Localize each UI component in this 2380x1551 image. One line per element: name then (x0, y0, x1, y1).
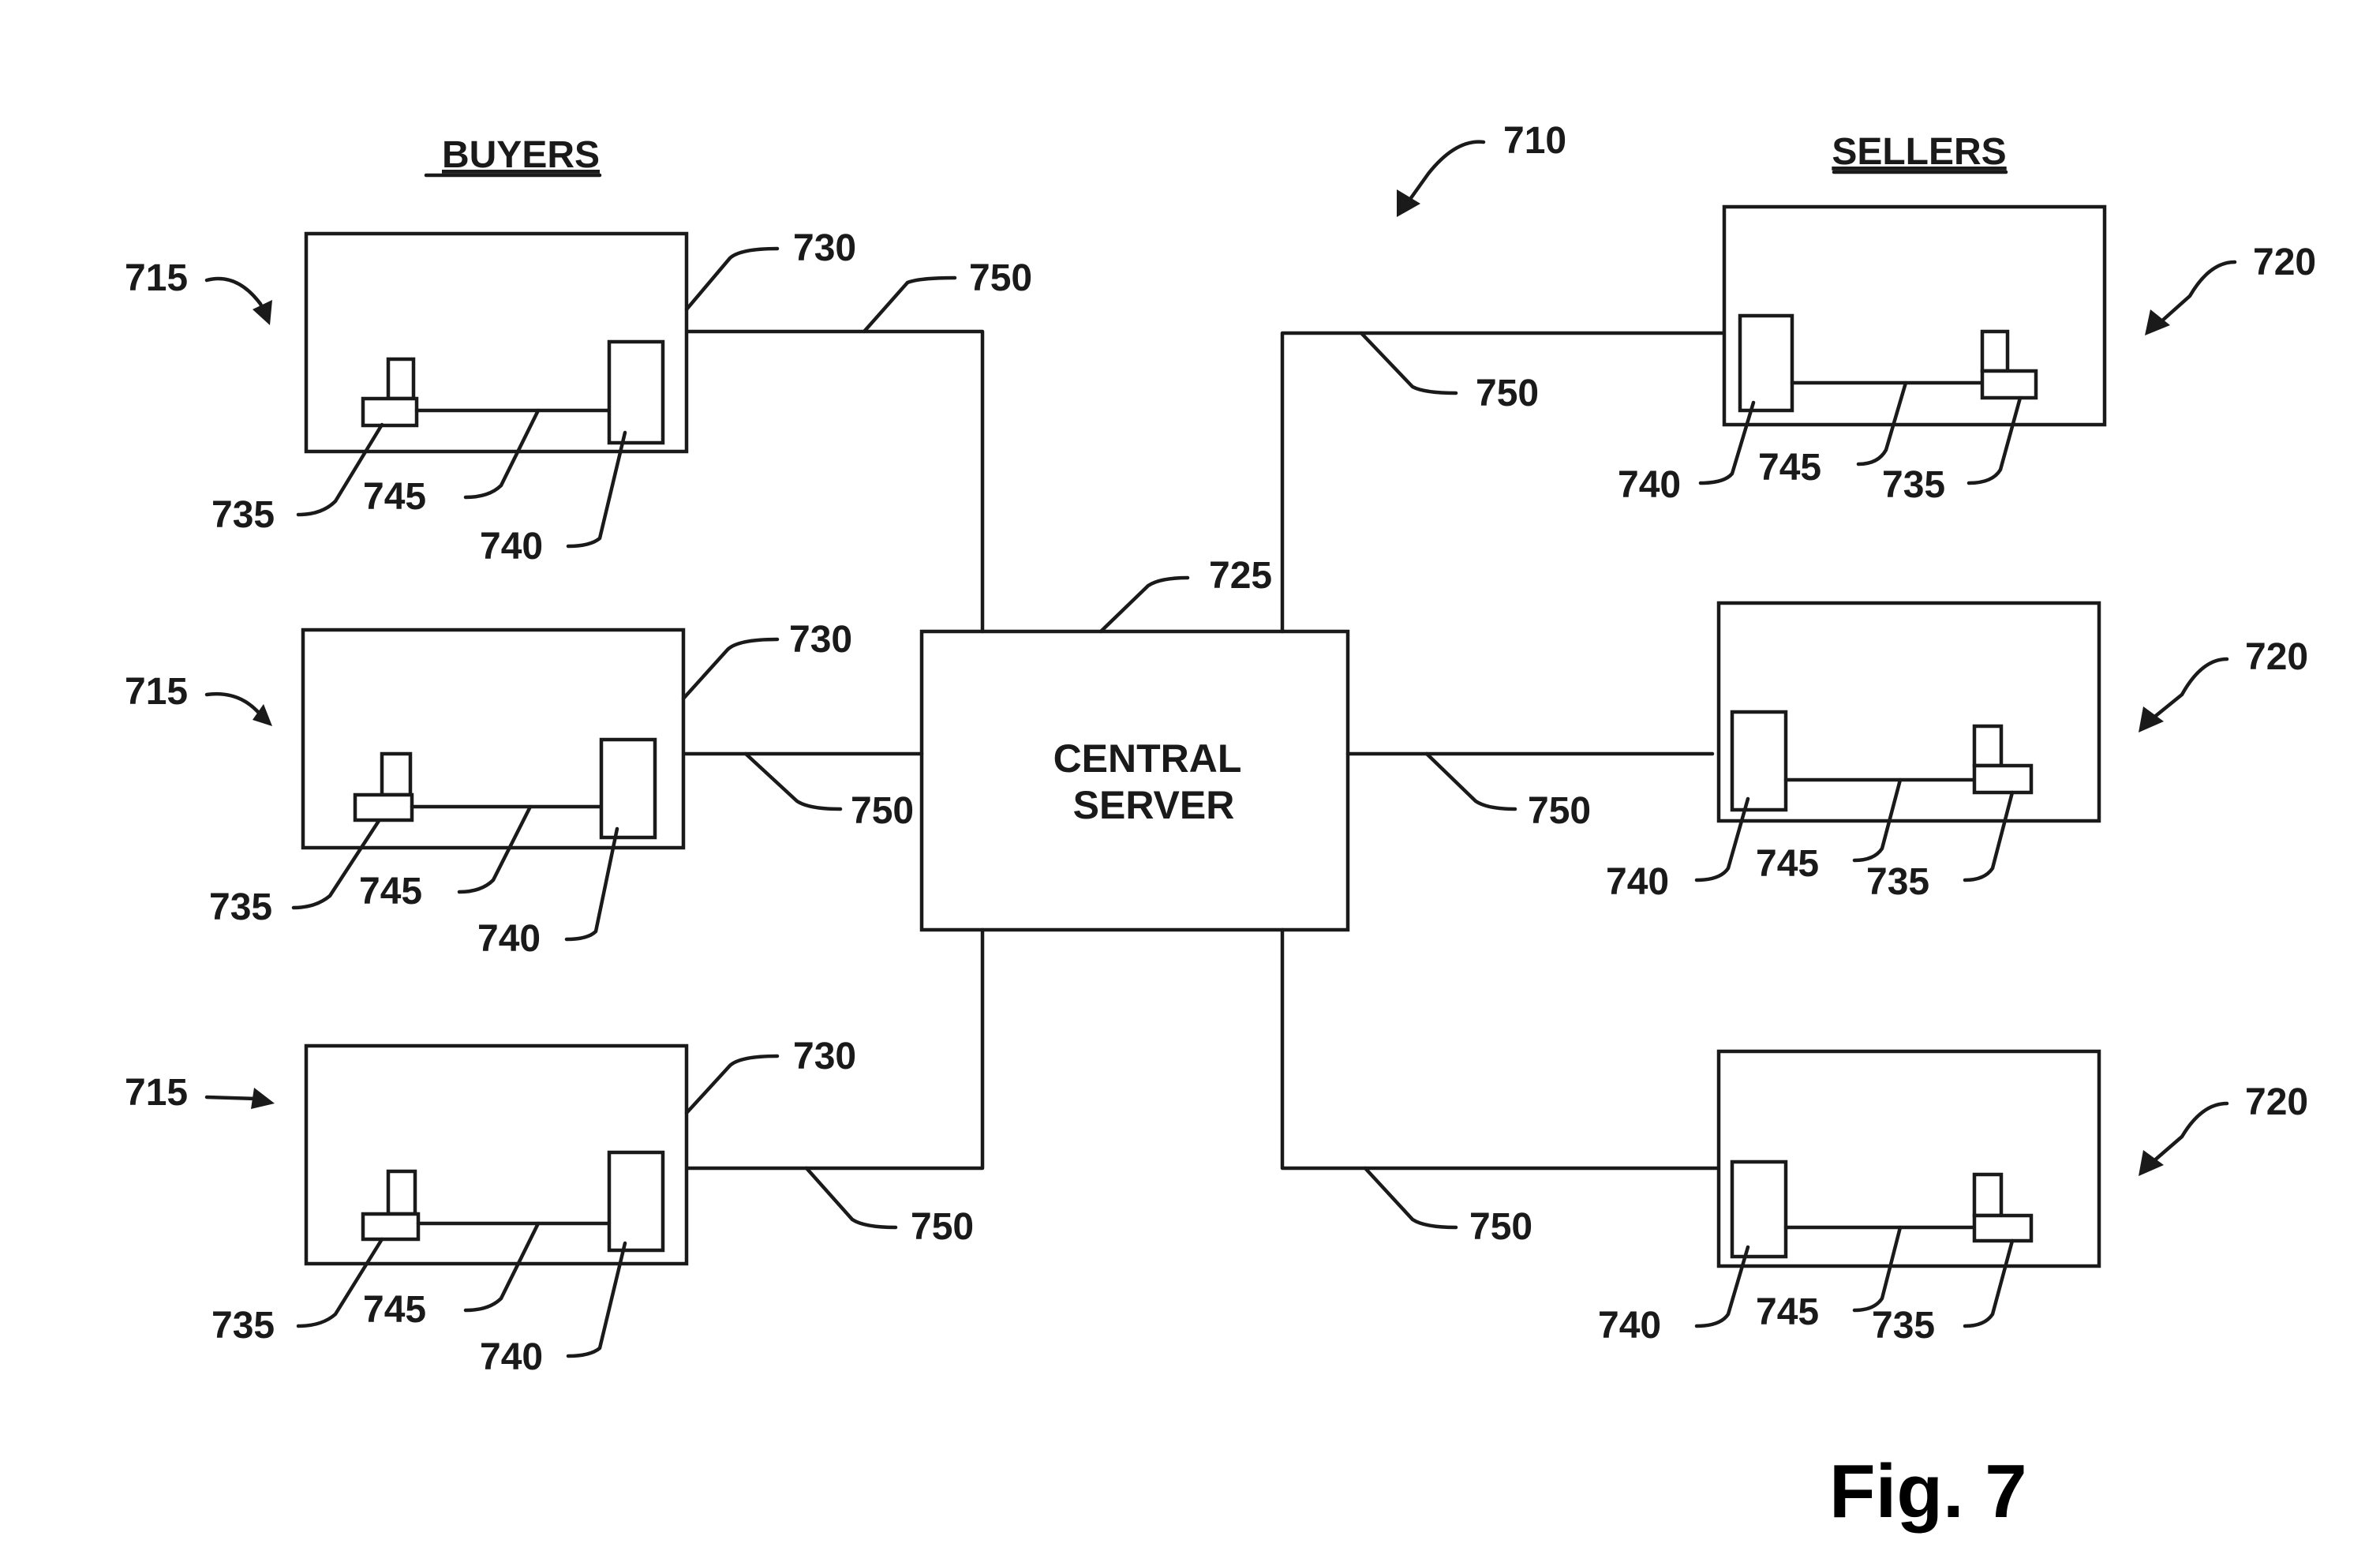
buyer-ref-label: 715 (125, 257, 188, 299)
computer-icon (1732, 712, 1786, 810)
computer-icon (609, 1152, 663, 1250)
system-ref-arrow (1409, 142, 1484, 201)
buyer-ref-arrowhead (251, 1088, 275, 1109)
printer-icon (1974, 1216, 2031, 1241)
printer-ref-label: 735 (211, 494, 275, 536)
buyer-ref-label: 715 (125, 671, 188, 713)
link-label-s1: 750 (1476, 373, 1539, 414)
seller-ref-arrowhead (2145, 309, 2170, 335)
seller-ref-label: 720 (2245, 1081, 2308, 1123)
central-server-label-line2: SERVER (1073, 783, 1235, 827)
seller-ref-arrow (2161, 262, 2235, 322)
seller-ref-arrow (2153, 659, 2227, 718)
computer-icon (1740, 316, 1792, 410)
link-label-b2: 750 (851, 790, 914, 832)
central-server-label-line1: CENTRAL (1053, 736, 1242, 781)
cable-ref-label: 745 (1758, 447, 1821, 489)
link-seller-3 (1282, 930, 1716, 1168)
terminal-ref-label: 730 (793, 1036, 856, 1077)
terminal-ref-label: 730 (793, 227, 856, 269)
link-leader-s1 (1361, 333, 1456, 393)
cable-ref-label: 745 (363, 476, 426, 518)
buyer-station-2: 730 715 735 745 740 (125, 619, 852, 960)
seller-station-3: 720 740 745 735 (1598, 1051, 2308, 1347)
seller-ref-label: 720 (2253, 242, 2316, 283)
terminal-ref-leader (683, 639, 777, 699)
terminal-ref-leader (687, 1056, 777, 1113)
system-ref: 710 (1397, 120, 1566, 217)
printer-paper-icon (382, 754, 410, 795)
printer-icon (363, 399, 417, 425)
computer-icon (609, 342, 663, 443)
link-leader-s3 (1365, 1168, 1456, 1227)
server-ref-label: 725 (1209, 555, 1272, 597)
link-leader-b1 (864, 278, 955, 332)
link-label-b3: 750 (911, 1206, 974, 1248)
system-ref-arrowhead (1397, 189, 1420, 217)
seller-ref-label: 720 (2245, 636, 2308, 678)
buyer-ref-arrow (207, 694, 264, 718)
link-label-s3: 750 (1469, 1206, 1532, 1248)
cable-ref-label: 745 (363, 1289, 426, 1331)
sellers-header: SELLERS (1832, 131, 2006, 173)
printer-ref-label: 735 (1872, 1305, 1935, 1347)
figure-label: Fig. 7 (1829, 1449, 2027, 1534)
computer-ref-label: 740 (477, 918, 541, 960)
link-label-b1: 750 (969, 257, 1032, 299)
printer-paper-icon (1974, 1174, 2001, 1216)
computer-ref-label: 740 (1598, 1305, 1661, 1347)
printer-paper-icon (388, 359, 414, 399)
printer-paper-icon (1982, 332, 2008, 371)
buyer-ref-arrow (207, 279, 264, 312)
system-ref-label: 710 (1503, 120, 1566, 162)
terminal-ref-label: 730 (789, 619, 852, 661)
cable-ref-label: 745 (1756, 843, 1819, 885)
printer-ref-label: 735 (1882, 464, 1945, 506)
printer-ref-label: 735 (209, 886, 272, 928)
buyers-header: BUYERS (442, 134, 600, 176)
link-label-s2: 750 (1528, 790, 1591, 832)
seller-ref-arrow (2153, 1103, 2227, 1162)
computer-ref-label: 740 (480, 1336, 543, 1378)
computer-ref-label: 740 (1606, 861, 1669, 903)
printer-ref-label: 735 (1866, 861, 1929, 903)
printer-paper-icon (388, 1171, 415, 1214)
link-leader-b2 (746, 754, 840, 809)
buyer-ref-arrowhead (253, 300, 272, 325)
cable-ref-label: 745 (359, 871, 422, 912)
printer-icon (1982, 371, 2036, 398)
buyer-ref-label: 715 (125, 1072, 188, 1114)
computer-ref-label: 740 (1618, 464, 1681, 506)
computer-ref-label: 740 (480, 526, 543, 568)
cable-ref-label: 745 (1756, 1291, 1819, 1333)
link-leader-b3 (806, 1168, 896, 1227)
buyer-station-1: 730 715 735 745 740 (125, 227, 856, 568)
printer-icon (363, 1214, 418, 1239)
seller-station-1: 720 740 745 735 (1618, 207, 2316, 506)
link-leader-s2 (1427, 754, 1515, 809)
server-ref-leader (1101, 578, 1188, 631)
computer-icon (601, 740, 655, 837)
central-server-box (922, 631, 1348, 930)
printer-paper-icon (1974, 726, 2001, 766)
computer-icon (1732, 1162, 1786, 1257)
link-buyer-1 (685, 332, 982, 631)
printer-icon (355, 795, 412, 820)
printer-icon (1974, 766, 2031, 792)
buyer-station-3: 730 715 735 745 740 (125, 1036, 856, 1378)
terminal-ref-leader (687, 249, 777, 309)
printer-ref-label: 735 (211, 1305, 275, 1347)
buyer-ref-arrow (207, 1097, 256, 1099)
